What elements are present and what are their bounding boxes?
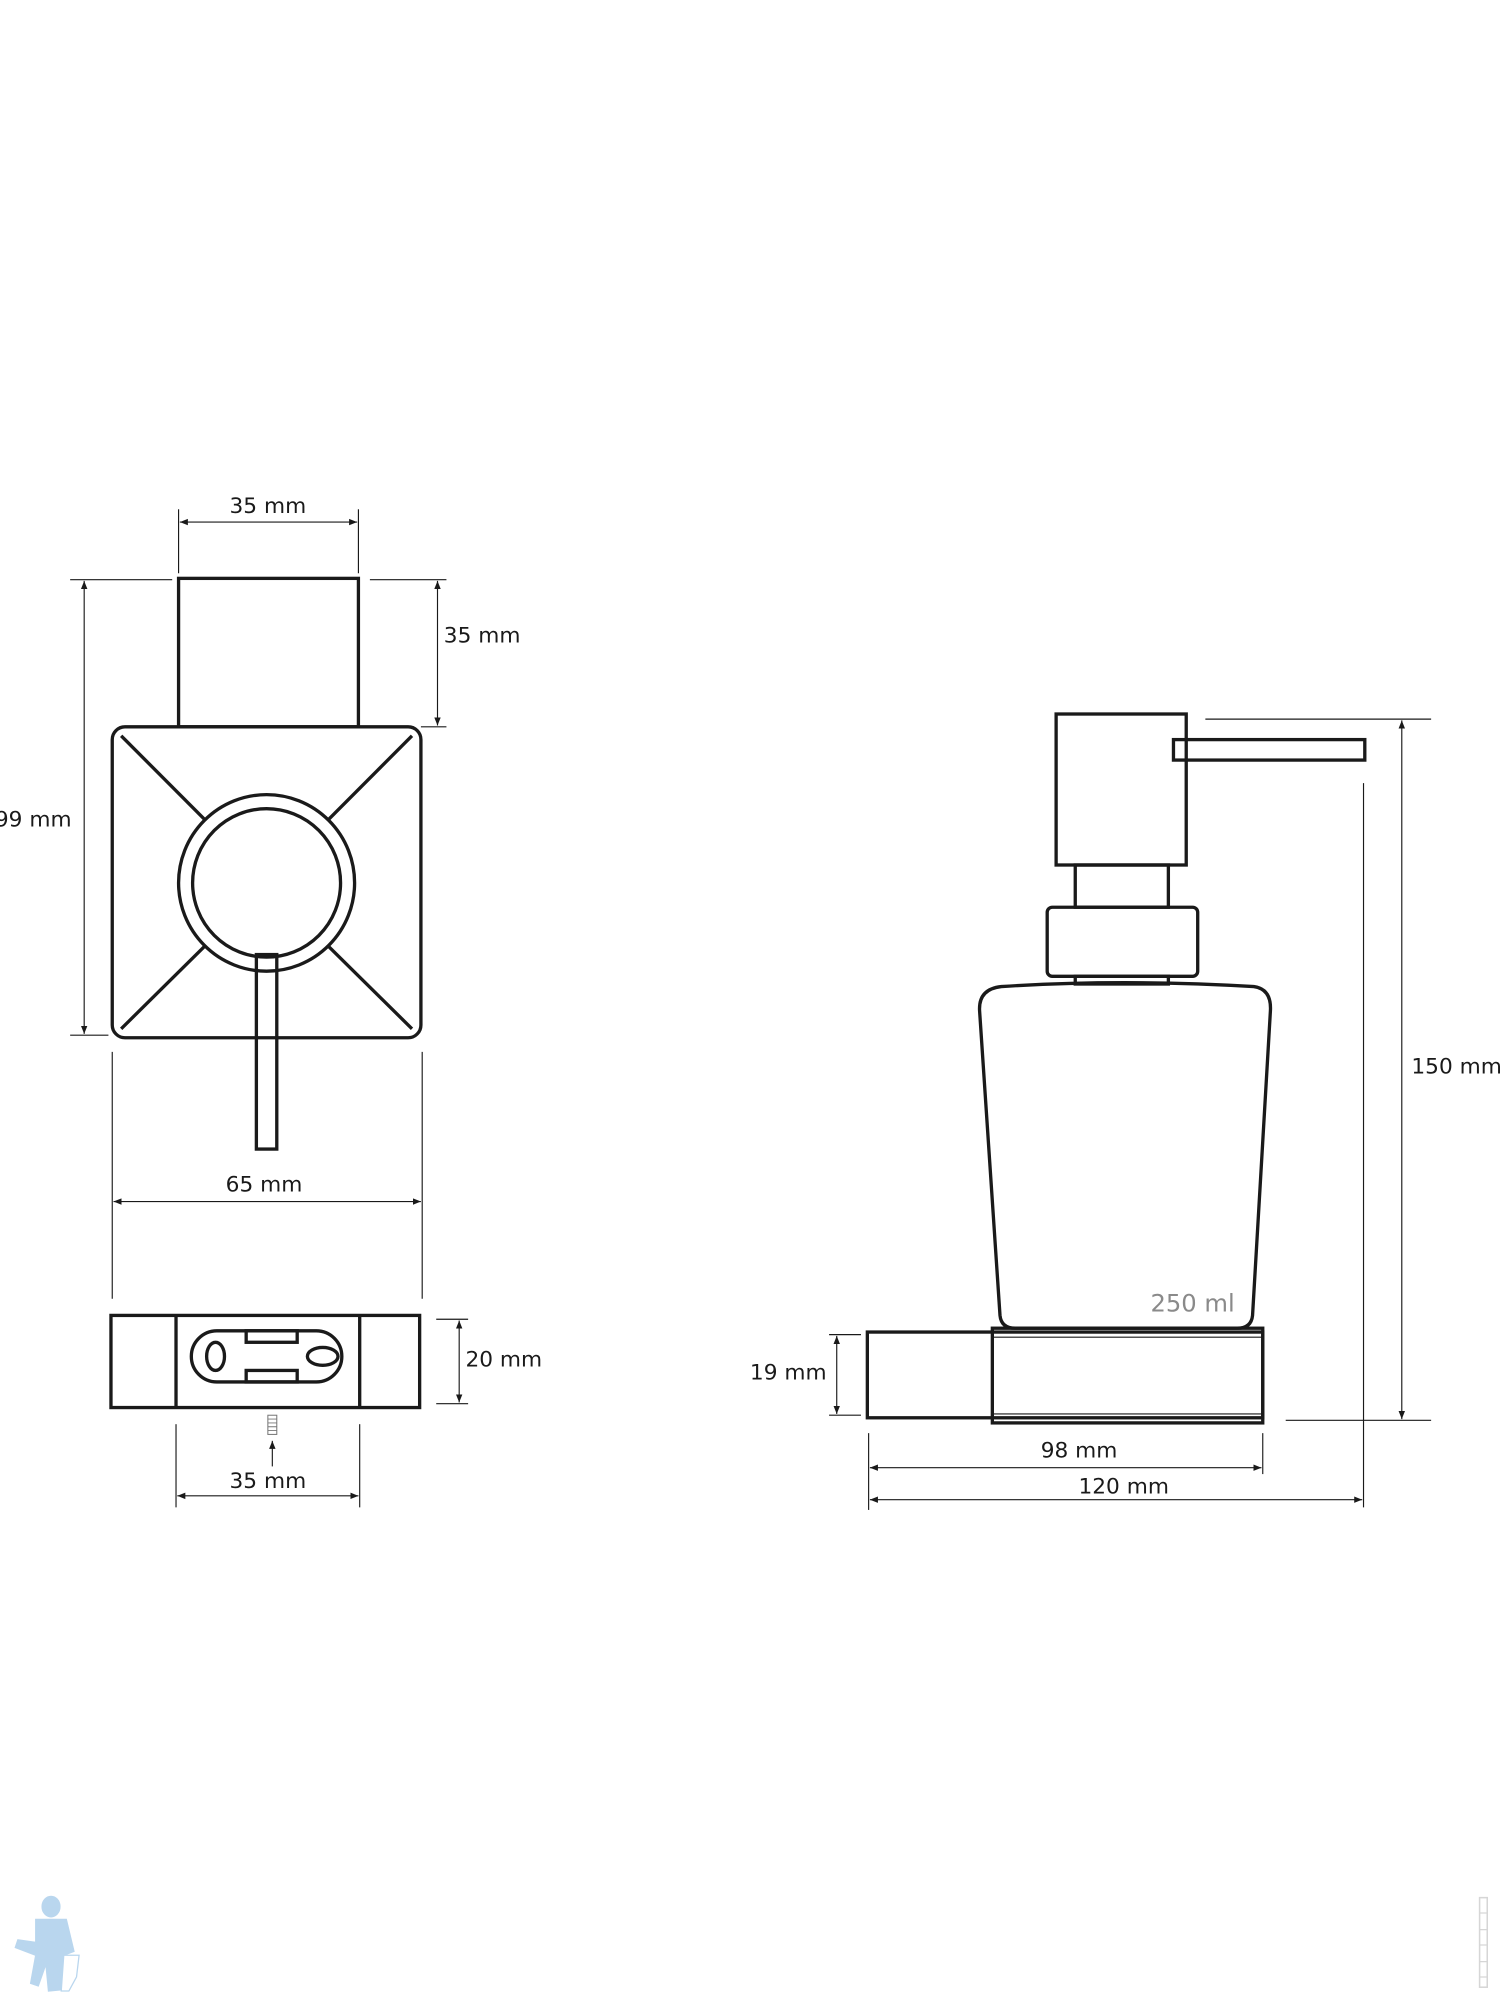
capacity-label: 250 ml: [1150, 1289, 1234, 1318]
bottle-body-outline: [110, 725, 423, 1040]
spout-side: [1171, 737, 1367, 762]
pump-head-outline: [176, 576, 361, 729]
holder-base-outline: [865, 1330, 1265, 1420]
dim-total-depth: 120 mm: [869, 783, 1365, 1508]
base-plate-outline: [109, 1313, 422, 1410]
collar-side: [1045, 905, 1200, 978]
dim-hole-spacing: 35 mm: [175, 1424, 361, 1508]
screw-hole-right: [305, 1345, 340, 1367]
dim-top-height: 35 mm: [369, 579, 521, 728]
dim-body-width: 65 mm: [111, 1051, 423, 1299]
watermark: [1478, 1896, 1489, 1988]
screw-hole-left: [204, 1340, 227, 1373]
dim-base-depth: 98 mm: [868, 1433, 1264, 1510]
pump-head-side: [1054, 712, 1188, 867]
dim-label: 35 mm: [444, 623, 521, 648]
screw-icon: [267, 1414, 278, 1467]
dim-label: 20 mm: [465, 1348, 542, 1373]
dim-label: 120 mm: [1078, 1474, 1168, 1499]
dim-base-height: 19 mm: [750, 1334, 861, 1416]
mounting-slot: [189, 1329, 344, 1384]
dim-top-width: 35 mm: [177, 494, 359, 574]
dim-total-height-side: 150 mm: [1205, 718, 1500, 1421]
collar-inner-circle: [190, 807, 343, 959]
dim-label: 99 mm: [0, 808, 72, 833]
dim-label: 19 mm: [750, 1360, 827, 1385]
dim-total-height: 99 mm: [0, 579, 173, 1036]
dim-label: 150 mm: [1411, 1055, 1500, 1080]
pump-stem: [1073, 863, 1171, 909]
collar-outer-circle: [176, 792, 357, 973]
spout-front: [254, 952, 279, 1151]
base-plate-view: 20 mm 35 mm: [109, 1313, 542, 1508]
front-view: 35 mm 35 mm 99 mm 65 mm: [0, 494, 520, 1299]
dim-label: 35 mm: [230, 1469, 307, 1494]
dim-label: 98 mm: [1041, 1438, 1118, 1463]
dim-plate-height: 20 mm: [436, 1318, 542, 1405]
plumber-logo: [14, 1895, 80, 1992]
body-diagonals: [120, 734, 414, 1030]
holder-cup-outline: [990, 1326, 1265, 1425]
dim-label: 35 mm: [230, 494, 307, 519]
dim-label: 65 mm: [226, 1172, 303, 1197]
bottle-outline: [977, 981, 1273, 1330]
side-view: 250 ml 19 mm 98 mm 120 mm 150 mm: [750, 712, 1500, 1510]
